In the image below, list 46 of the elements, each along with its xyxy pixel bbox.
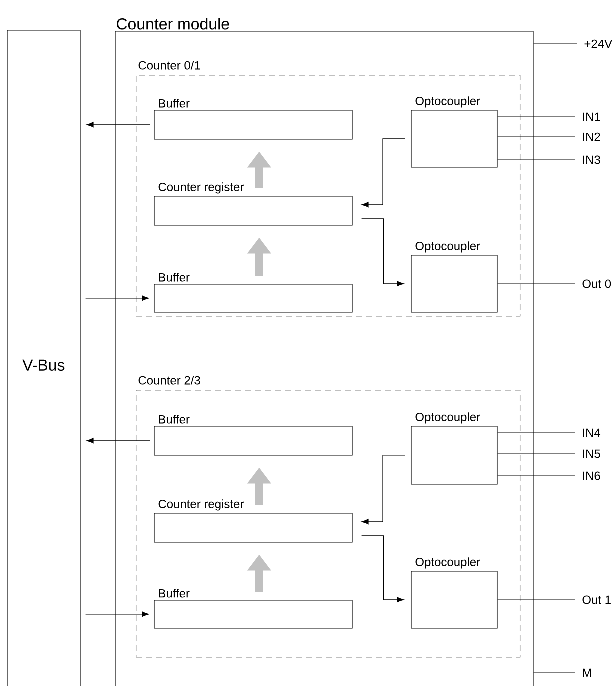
pin-label: IN3 — [583, 156, 600, 164]
node-label: Buffer — [159, 415, 190, 424]
node-label: Buffer — [159, 273, 190, 282]
pin-label: IN2 — [583, 132, 600, 142]
function-block: Optocoupler — [411, 242, 498, 313]
node-label: Counter module — [117, 18, 230, 30]
pin-label: IN4 — [583, 428, 601, 438]
function-block: Buffer — [154, 99, 353, 140]
connection-line — [498, 432, 576, 434]
function-block: Buffer — [154, 273, 353, 313]
node-label: Buffer — [159, 589, 190, 598]
node-label: Buffer — [159, 99, 190, 108]
arrow — [362, 218, 404, 287]
node-label: Optocoupler — [416, 96, 480, 108]
function-block: Counter register — [154, 182, 353, 226]
node-label: Counter register — [158, 500, 244, 511]
pin-label: Out 0 — [582, 280, 612, 288]
function-block: Buffer — [154, 589, 353, 629]
connection-line — [534, 672, 576, 674]
node-label: Optocoupler — [416, 242, 480, 253]
function-block: Counter register — [154, 500, 353, 543]
node-label: Optocoupler — [416, 412, 480, 424]
arrow — [86, 612, 150, 618]
pin-label: IN5 — [583, 450, 600, 458]
pin-label: IN1 — [583, 112, 600, 122]
node-label: Counter 0/1 — [138, 61, 200, 70]
connection-line — [498, 116, 576, 118]
connection-line — [498, 136, 576, 138]
arrow — [86, 122, 150, 128]
arrow — [362, 536, 404, 603]
node-label: Counter 2/3 — [138, 376, 200, 385]
function-block: Optocoupler — [411, 412, 498, 485]
function-block: Buffer — [154, 415, 353, 456]
arrow — [362, 138, 406, 208]
pin-label: IN6 — [583, 472, 600, 480]
pin-label: +24V — [584, 40, 612, 48]
pin-label: M — [583, 668, 592, 678]
pin-label: Out 1 — [582, 596, 611, 604]
bus-box: V-Bus — [7, 30, 81, 686]
node-label: Optocoupler — [416, 558, 480, 569]
function-block: Optocoupler — [411, 558, 498, 629]
function-block: Optocoupler — [411, 96, 498, 168]
node-label: Counter register — [158, 182, 244, 194]
arrow — [362, 455, 406, 525]
arrow — [86, 438, 150, 444]
arrow — [86, 296, 150, 302]
